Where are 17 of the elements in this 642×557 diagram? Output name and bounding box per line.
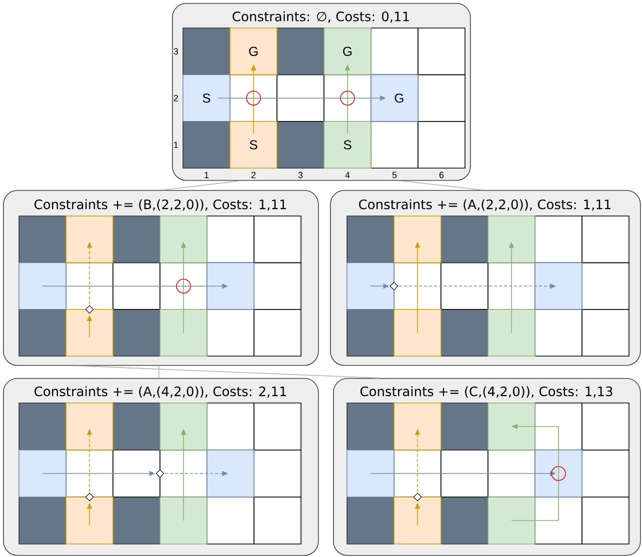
axis-number: 4: [345, 172, 350, 178]
cell-letter: G: [249, 46, 258, 56]
axis-number: 3: [298, 172, 303, 178]
axis-number: 2: [251, 172, 256, 178]
cell-letter: G: [343, 46, 352, 56]
tree-edge: [158, 365, 160, 378]
axis-number: 5: [392, 172, 397, 178]
axis-number: 1: [174, 142, 178, 148]
cell-letter: G: [394, 94, 404, 103]
axis-number: 6: [439, 172, 444, 178]
tree-edge: [78, 365, 380, 378]
cell-letter: S: [344, 140, 352, 150]
axis-number: 1: [204, 172, 209, 178]
cell-letter: S: [250, 140, 258, 150]
axis-number: 2: [174, 94, 178, 102]
axis-number: 3: [174, 48, 178, 55]
cell-letter: S: [202, 94, 210, 103]
